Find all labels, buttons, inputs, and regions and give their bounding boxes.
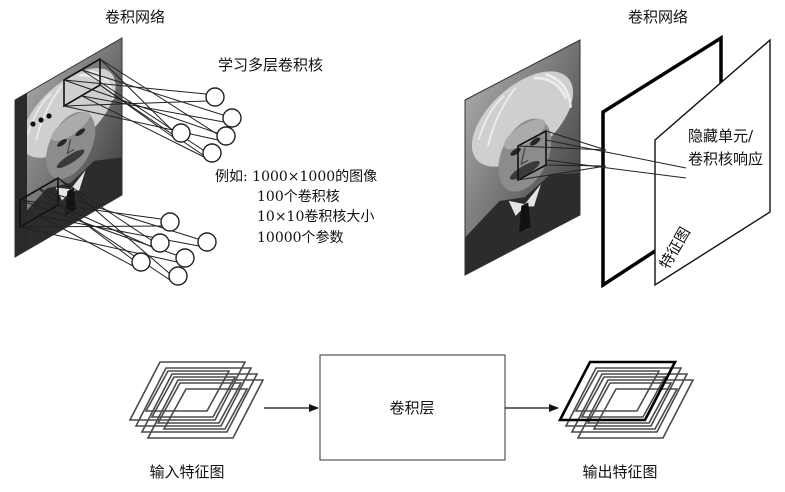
- left-panel-title: 卷积网络: [105, 8, 165, 26]
- kernel-node: [131, 252, 151, 272]
- connection-line: [38, 215, 200, 247]
- connection-line: [19, 199, 177, 256]
- feature-map-outer: [557, 360, 678, 422]
- example-line-1: 例如: 1000×1000的图像: [215, 169, 377, 185]
- input-feature-map: [128, 361, 247, 421]
- example-line-2: 100个卷积核: [257, 189, 340, 205]
- left-photo-dot: [38, 117, 44, 123]
- feature-map-outer: [134, 367, 253, 427]
- connection-line: [38, 215, 134, 267]
- output-feature-map-label: 输出特征图: [582, 463, 657, 481]
- right-connections: [517, 130, 687, 181]
- left-photo-dot: [46, 113, 52, 119]
- output-feature-map: [564, 367, 683, 427]
- lower-kernel-nodes: [131, 212, 217, 286]
- kernel-node: [216, 126, 236, 146]
- connection-line: [545, 130, 607, 151]
- lower-connections: [19, 177, 200, 281]
- output-feature-map-front: [557, 360, 678, 422]
- feature-map-inner: [150, 376, 237, 418]
- kernel-node: [175, 248, 195, 268]
- connection-line: [63, 105, 219, 141]
- feature-map-outer: [140, 373, 259, 433]
- connection-line: [19, 199, 162, 220]
- input-feature-map-stack: [128, 361, 265, 439]
- hidden-unit-label-line-2: 卷积核响应: [688, 150, 763, 168]
- left-photo-dot: [30, 121, 36, 127]
- connection-line: [99, 58, 173, 131]
- example-line-4: 10000个参数: [257, 229, 344, 246]
- example-line-3: 10×10卷积核大小: [257, 209, 374, 225]
- connection-line: [63, 79, 218, 134]
- kernel-node: [160, 212, 180, 232]
- right-photo: [463, 38, 582, 277]
- feature-map-inner: [144, 370, 231, 412]
- right-photo-border: [464, 39, 581, 276]
- conv-layer-label: 卷积层: [389, 399, 434, 417]
- right-panel-title: 卷积网络: [628, 8, 688, 26]
- connection-line: [517, 165, 607, 181]
- feature-map-outer: [570, 373, 689, 433]
- hidden-unit-label-line-1: 隐藏单元/: [688, 127, 754, 145]
- upper-connections: [63, 58, 225, 158]
- left-photo-border: [14, 37, 123, 258]
- connection-line: [57, 204, 153, 248]
- upper-kernel-nodes: [171, 87, 242, 163]
- kernel-node: [222, 108, 242, 128]
- input-feature-map: [146, 379, 265, 439]
- feature-map-inner: [156, 382, 243, 424]
- connection-line: [545, 164, 607, 167]
- conv-layer-box: [319, 354, 506, 461]
- feature-plane-back: [654, 38, 771, 287]
- kernel-node: [202, 143, 222, 163]
- connection-line: [19, 226, 178, 263]
- kernel-node: [168, 266, 188, 286]
- feature-map-outer: [128, 361, 247, 421]
- connection-line: [545, 159, 687, 179]
- connection-line: [81, 95, 205, 158]
- right-photo-image: [463, 38, 582, 277]
- connection-line: [99, 84, 204, 156]
- connection-line: [99, 58, 218, 135]
- kernel-node: [171, 123, 191, 143]
- feature-map-inner: [580, 376, 667, 418]
- kernel-node: [197, 232, 217, 252]
- output-feature-map-stack: [557, 360, 695, 439]
- kernel-node: [150, 233, 170, 253]
- kernel-node: [205, 87, 225, 107]
- connection-line: [81, 95, 225, 123]
- left-photo-image: [13, 36, 124, 259]
- input-feature-map-label: 输入特征图: [149, 463, 224, 481]
- input-feature-map: [134, 367, 253, 427]
- feature-map-inner: [592, 388, 679, 430]
- left-photo: [13, 36, 124, 259]
- left-panel-caption: 学习多层卷积核: [218, 56, 323, 74]
- left-photo-film-strip: [15, 93, 27, 257]
- feature-map-outer: [146, 379, 265, 439]
- feature-map-inner: [162, 388, 249, 430]
- connection-line: [57, 177, 170, 274]
- input-feature-map: [140, 373, 259, 433]
- connection-line: [57, 204, 171, 281]
- feature-map-inner: [574, 370, 661, 412]
- connection-line: [57, 177, 152, 241]
- output-feature-map: [570, 373, 689, 433]
- feature-map-inner: [586, 382, 673, 424]
- feature-map-outer: [564, 367, 683, 427]
- connection-line: [545, 139, 687, 169]
